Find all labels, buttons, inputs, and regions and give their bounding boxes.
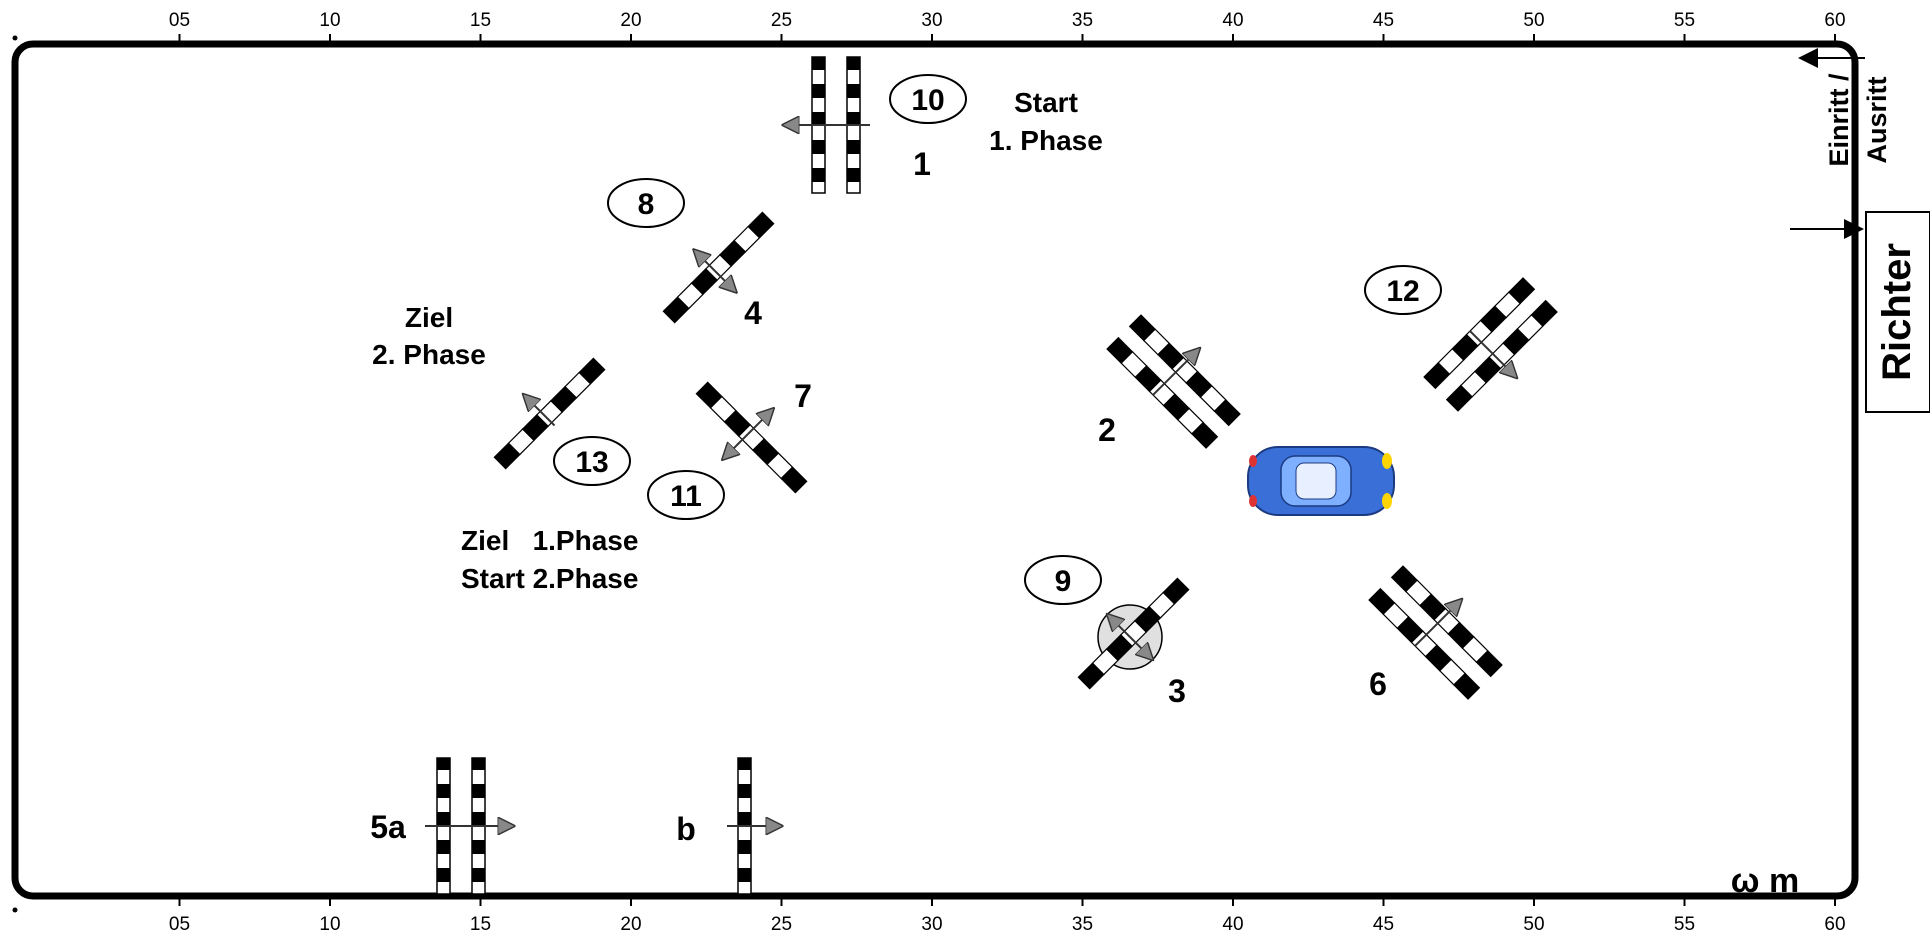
corner-dot-top	[12, 35, 18, 41]
ruler-tick-label: 55	[1674, 914, 1695, 935]
obstacle-4	[662, 211, 775, 324]
circle-11: 11	[647, 470, 725, 520]
pole-segment	[747, 211, 775, 239]
svg-text:9: 9	[1055, 565, 1072, 598]
circle-8: 8	[607, 178, 685, 228]
label-2: 2	[1098, 412, 1116, 448]
label-3: 3	[1168, 673, 1186, 709]
pole-segment	[1453, 672, 1481, 700]
svg-text:10: 10	[911, 84, 944, 117]
start-phase1-line1: Start	[1014, 87, 1078, 118]
ruler-tick-label: 35	[1072, 10, 1093, 31]
pole-segment	[1475, 650, 1503, 678]
ruler-tick-label: 20	[620, 10, 641, 31]
obstacle-7	[695, 381, 808, 494]
pole-segment	[1530, 299, 1558, 327]
obstacle-b	[727, 757, 780, 895]
ruler-tick-label: 15	[470, 914, 491, 935]
ruler-tick-label: 10	[319, 10, 340, 31]
obstacle-1	[785, 56, 870, 194]
obstacle-3	[1077, 577, 1190, 690]
ziel-phase2-line2: 2. Phase	[372, 339, 486, 370]
entrance-label-1: Einritt /	[1824, 73, 1854, 166]
pole-segment	[780, 466, 808, 494]
ruler-tick-label: 15	[470, 10, 491, 31]
ruler-tick-label: 25	[771, 914, 792, 935]
circle-12: 12	[1364, 265, 1442, 315]
ruler-tick-label: 05	[169, 10, 190, 31]
ruler-bottom: 05 10 15 20 25 30 35 40 45 50 55 60	[169, 896, 1846, 935]
judge-box: Richter	[1865, 211, 1930, 413]
ruler-tick-label: 50	[1523, 10, 1544, 31]
label-b: b	[676, 811, 696, 847]
corner-dot-bottom	[12, 907, 18, 913]
ruler-tick-label: 30	[921, 914, 942, 935]
entrance-label-2: Ausritt	[1862, 76, 1892, 163]
obstacle-2	[1106, 314, 1241, 449]
ruler-tick-label: 30	[921, 10, 942, 31]
ruler-tick-label: 25	[771, 10, 792, 31]
car-icon	[1247, 446, 1395, 516]
ruler-tick-label: 50	[1523, 914, 1544, 935]
circle-9: 9	[1024, 555, 1102, 605]
ruler-tick-label: 05	[169, 914, 190, 935]
label-5a: 5a	[370, 809, 406, 845]
ruler-tick-label: 60	[1824, 10, 1845, 31]
svg-text:13: 13	[575, 446, 608, 479]
ruler-top: 05 10 15 20 25 30 35 40 45 50 55 60	[169, 10, 1846, 44]
pole-segment	[1508, 277, 1536, 305]
ruler-tick-label: 45	[1373, 914, 1394, 935]
corner-mark: ω m	[1731, 862, 1799, 900]
obstacle-12	[1423, 277, 1558, 412]
arena-border	[11, 40, 1859, 900]
obstacle-5a	[425, 757, 512, 895]
obstacle-6	[1368, 565, 1503, 700]
pole-segment	[1162, 577, 1190, 605]
label-4: 4	[744, 295, 762, 331]
ruler-tick-label: 40	[1222, 10, 1243, 31]
ruler-tick-label: 20	[620, 914, 641, 935]
circle-10: 10	[889, 74, 967, 124]
ruler-tick-label: 60	[1824, 914, 1845, 935]
ziel-phase2-line1: Ziel	[405, 302, 453, 333]
svg-text:8: 8	[638, 188, 655, 221]
circle-13: 13	[553, 436, 631, 486]
label-6: 6	[1369, 666, 1387, 702]
judge-label: Richter	[1875, 243, 1919, 381]
ziel-phase1-line2: Start 2.Phase	[461, 563, 638, 594]
svg-text:11: 11	[670, 480, 702, 513]
ruler-tick-label: 35	[1072, 914, 1093, 935]
pole-segment	[578, 357, 606, 385]
ruler-tick-label: 40	[1222, 914, 1243, 935]
label-7: 7	[794, 378, 812, 414]
ruler-tick-label: 55	[1674, 10, 1695, 31]
entrance-arrows	[1790, 48, 1865, 239]
svg-text:12: 12	[1386, 275, 1419, 308]
pole-segment	[1191, 421, 1219, 449]
ziel-phase1-line1: Ziel 1.Phase	[461, 525, 638, 556]
ruler-tick-label: 10	[319, 914, 340, 935]
ruler-tick-label: 45	[1373, 10, 1394, 31]
label-1: 1	[913, 146, 931, 182]
pole-segment	[1213, 399, 1241, 427]
obstacle-13	[493, 357, 606, 470]
start-phase1-line2: 1. Phase	[989, 125, 1103, 156]
